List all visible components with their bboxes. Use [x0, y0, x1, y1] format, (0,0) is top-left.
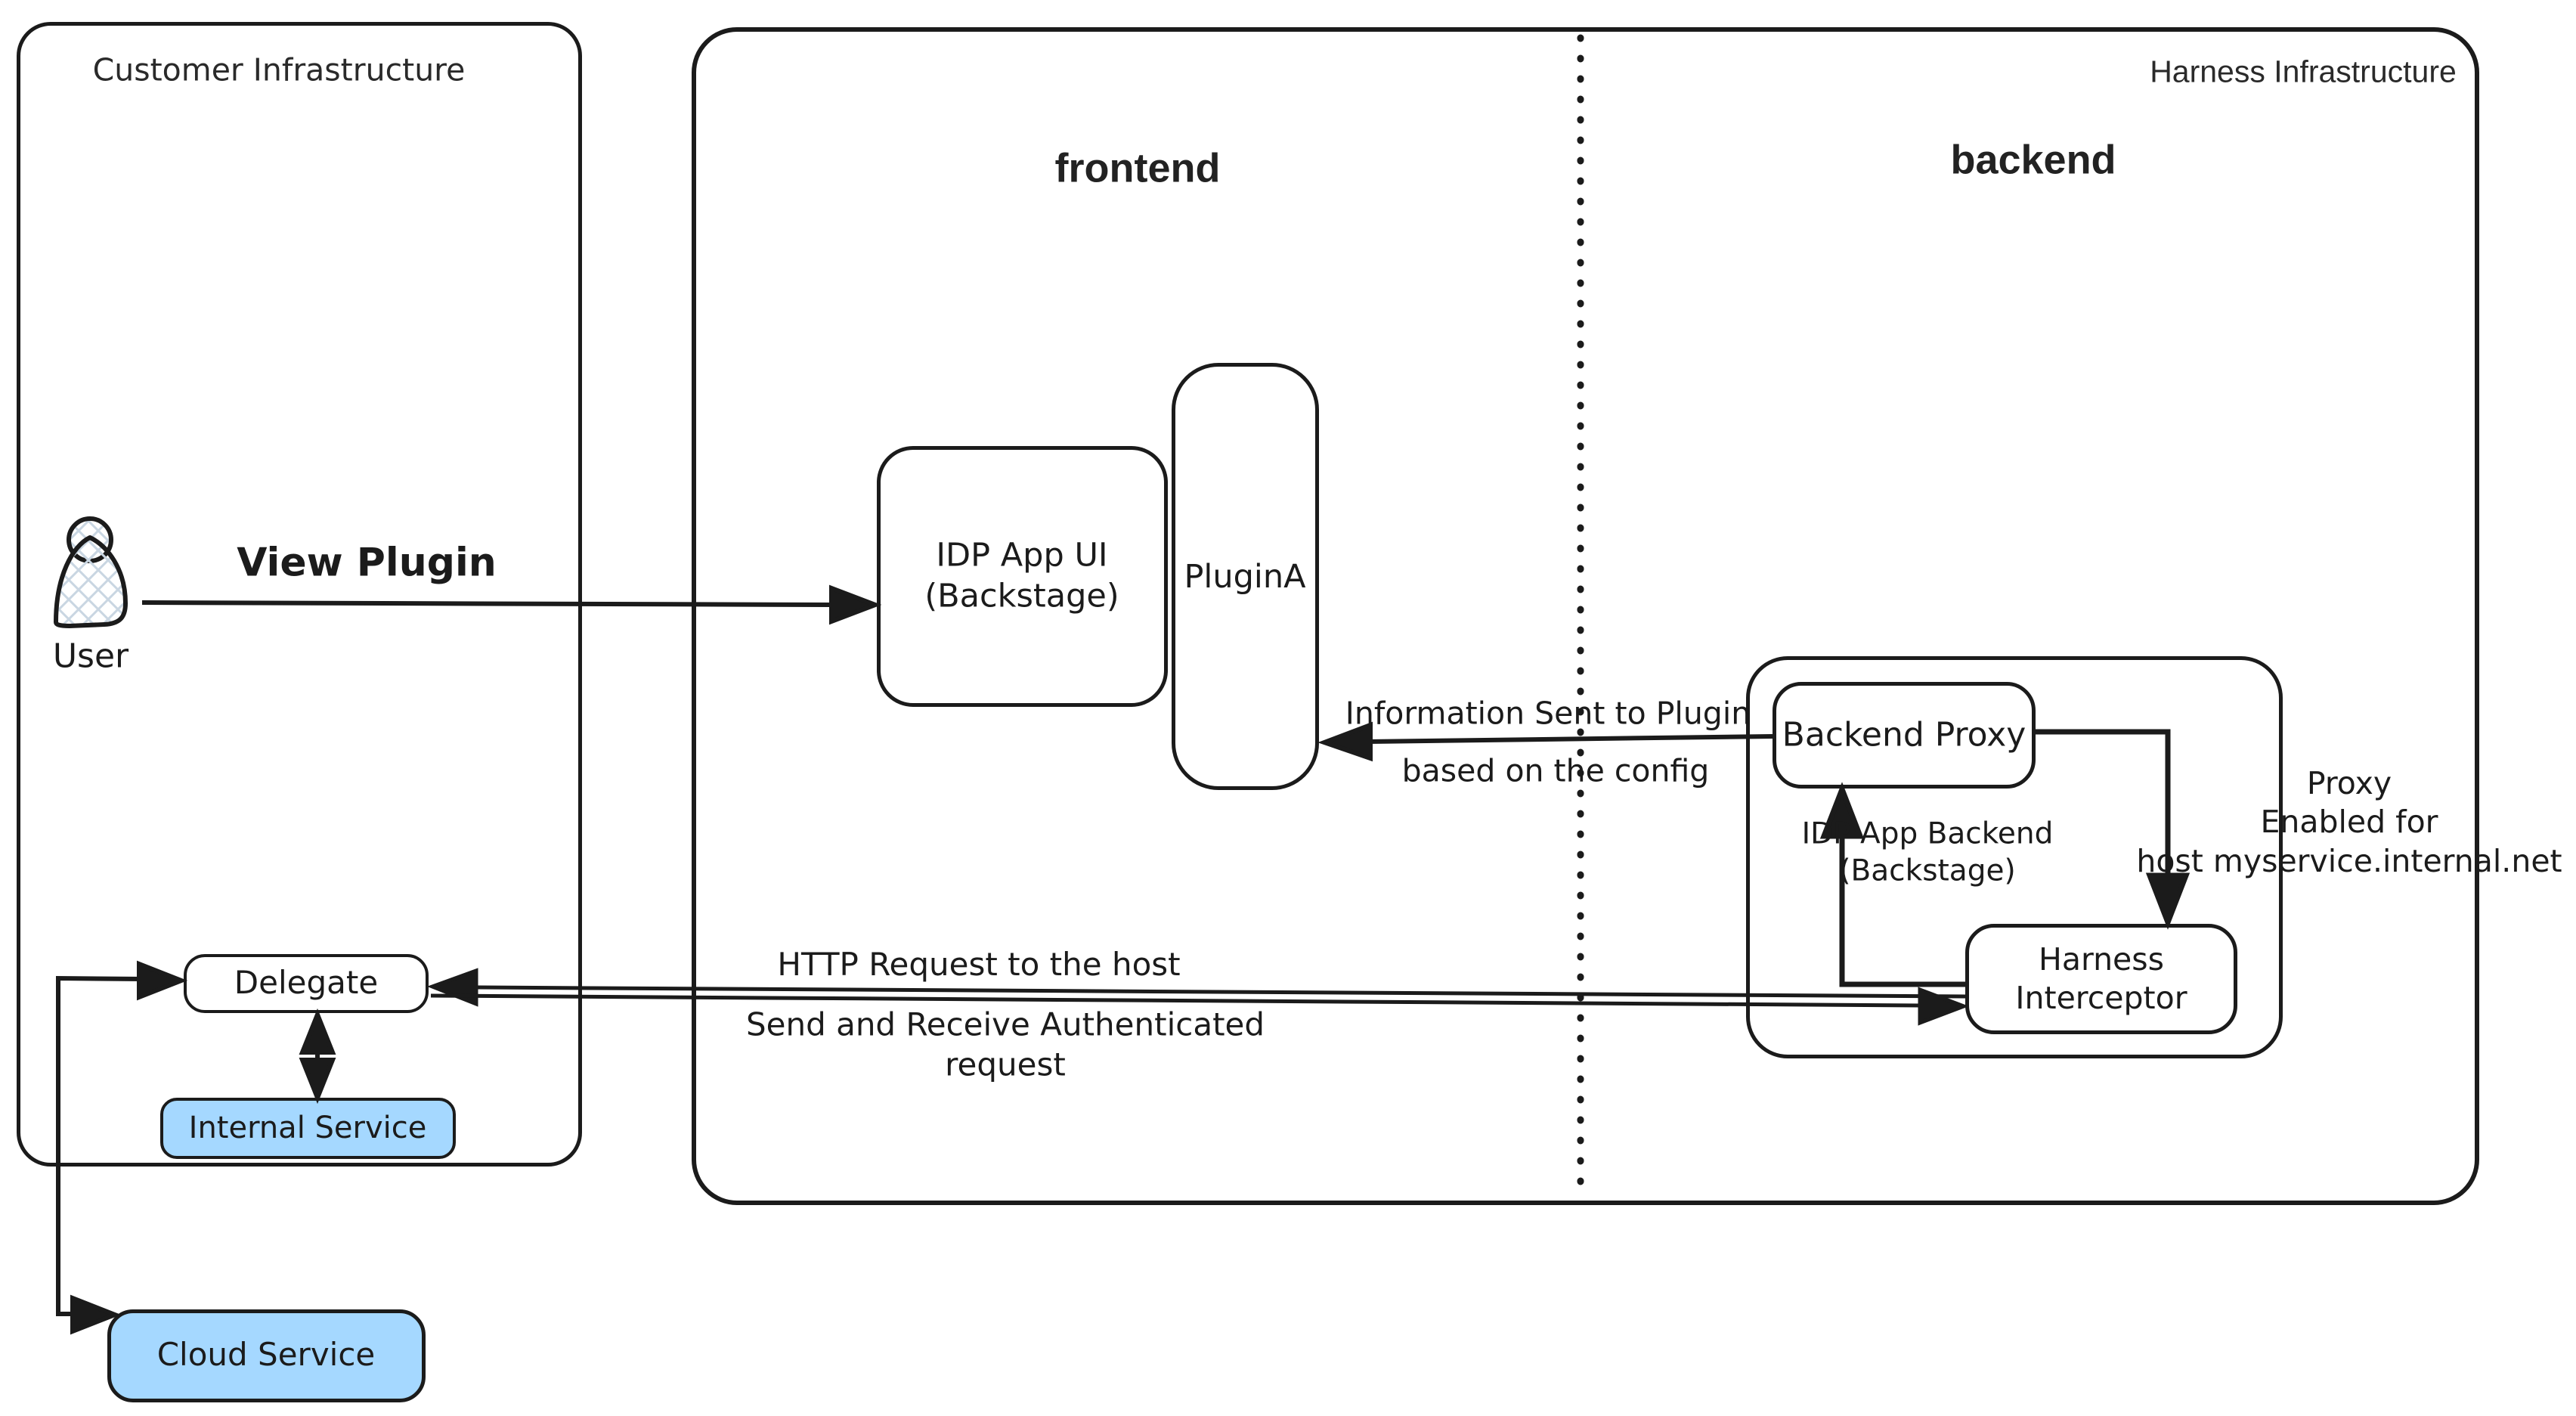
delegate-box: [184, 954, 429, 1013]
plugin-a-label: PluginA: [1184, 558, 1306, 596]
backend-section-label: backend: [1950, 137, 2116, 183]
http-request-label: HTTP Request to the host: [777, 945, 1181, 983]
frontend-section-label: frontend: [1054, 145, 1221, 191]
info-sent-label-top: Information Sent to Plugin: [1345, 695, 1751, 732]
user-label: User: [52, 637, 129, 676]
internal-service-label: Internal Service: [188, 1111, 427, 1145]
idp-app-backend-label: IDP App Backend (Backstage): [1801, 816, 2054, 888]
delegate-label: Delegate: [234, 963, 379, 1001]
backend-proxy-box: [1773, 682, 2036, 789]
backend-proxy-label: Backend Proxy: [1782, 715, 2026, 754]
auth-request-label: Send and Receive Authenticated request: [745, 1005, 1265, 1083]
idp-app-ui-box: [877, 446, 1168, 707]
plugin-a-box: [1172, 363, 1319, 790]
harness-interceptor-label: Harness Interceptor: [2015, 940, 2187, 1016]
view-plugin-label: View Plugin: [237, 540, 497, 586]
harness-interceptor-box: [1965, 924, 2237, 1034]
idp-app-ui-label: IDP App UI (Backstage): [924, 536, 1119, 615]
cloud-service-label: Cloud Service: [156, 1335, 376, 1373]
harness-infrastructure-title: Harness Infrastructure: [2150, 54, 2457, 89]
customer-infrastructure-title: Customer Infrastructure: [92, 51, 466, 88]
info-sent-label-bottom: based on the config: [1401, 752, 1710, 789]
cloud-service-box: [107, 1309, 426, 1402]
proxy-note: Proxy Enabled for host myservice.interna…: [2136, 765, 2562, 879]
